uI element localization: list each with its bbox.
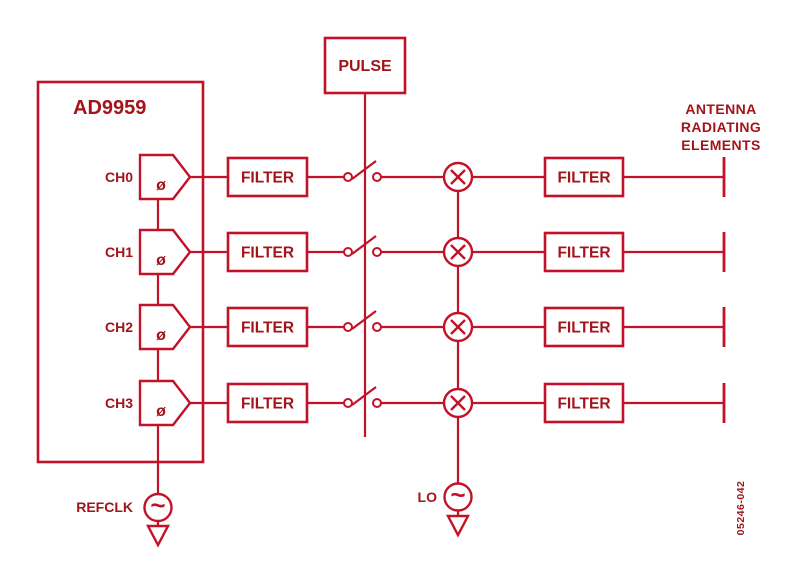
phase-block-ch0 [138, 153, 192, 201]
filter-label: FILTER [557, 245, 610, 262]
ad9959-chip-box [36, 80, 205, 464]
channel-ch2-label: CH2 [105, 319, 133, 335]
antenna-caption-line2: RADIATING [681, 119, 761, 135]
switch-ch0 [343, 160, 382, 182]
switch-pole-contact-icon [343, 172, 353, 182]
filter-label: FILTER [557, 320, 610, 337]
lo-source: LO ~ [418, 480, 473, 538]
pulse-label: PULSE [338, 58, 392, 75]
ground-icon [446, 514, 470, 538]
channel-row-ch2: CH2 ø FILTER FILTER [105, 303, 726, 381]
phase-symbol-ch0: ø [156, 177, 166, 194]
mixer-ch1 [442, 236, 474, 268]
channel-ch0-label: CH0 [105, 169, 133, 185]
antenna-caption-line3: ELEMENTS [681, 137, 760, 153]
phase-symbol-ch1: ø [156, 252, 166, 269]
switch-ch2 [343, 310, 382, 332]
switch-arm-icon [351, 386, 377, 406]
switch-arm-icon [351, 160, 377, 180]
mixer-x-icon [450, 244, 466, 260]
channel-row-ch1: CH1 ø FILTER FILTER [105, 228, 726, 305]
ground-icon [146, 524, 170, 548]
mixer-x-icon [450, 319, 466, 335]
mixer-ch0 [442, 161, 474, 193]
filter-label: FILTER [241, 320, 294, 337]
filter-label: FILTER [557, 170, 610, 187]
filter-label: FILTER [241, 396, 294, 413]
sine-wave-icon: ~ [450, 480, 465, 510]
switch-throw-contact-icon [372, 247, 382, 257]
switch-pole-contact-icon [343, 247, 353, 257]
mixer-ch3 [442, 387, 474, 419]
switch-pole-contact-icon [343, 398, 353, 408]
switch-throw-contact-icon [372, 322, 382, 332]
mixer-x-icon [450, 169, 466, 185]
refclk-label: REFCLK [76, 499, 133, 515]
antenna-caption: ANTENNA RADIATING ELEMENTS [681, 101, 761, 153]
channel-row-ch3: CH3 ø FILTER FILTER [105, 379, 726, 427]
phase-symbol-ch3: ø [156, 403, 166, 420]
mixer-ch2 [442, 311, 474, 343]
switch-pole-contact-icon [343, 322, 353, 332]
antenna-caption-line1: ANTENNA [685, 101, 756, 117]
phase-symbol-ch2: ø [156, 327, 166, 344]
switch-ch1 [343, 235, 382, 257]
phase-block-ch3 [138, 379, 192, 427]
channel-row-ch0: CH0 ø FILTER FILTER [105, 153, 726, 230]
channel-ch3-label: CH3 [105, 395, 133, 411]
chip-title: AD9959 [73, 97, 146, 119]
switch-ch3 [343, 386, 382, 408]
switch-throw-contact-icon [372, 172, 382, 182]
phase-block-ch1 [138, 228, 192, 276]
filter-label: FILTER [241, 245, 294, 262]
sine-wave-icon: ~ [150, 490, 165, 520]
switch-arm-icon [351, 235, 377, 255]
phase-block-ch2 [138, 303, 192, 351]
refclk-source: REFCLK ~ [76, 425, 173, 548]
lo-label: LO [418, 489, 438, 505]
figure-number: 05246-042 [735, 481, 747, 536]
channel-ch1-label: CH1 [105, 244, 133, 260]
mixer-x-icon [450, 395, 466, 411]
filter-label: FILTER [557, 396, 610, 413]
filter-label: FILTER [241, 170, 294, 187]
switch-throw-contact-icon [372, 398, 382, 408]
switch-arm-icon [351, 310, 377, 330]
